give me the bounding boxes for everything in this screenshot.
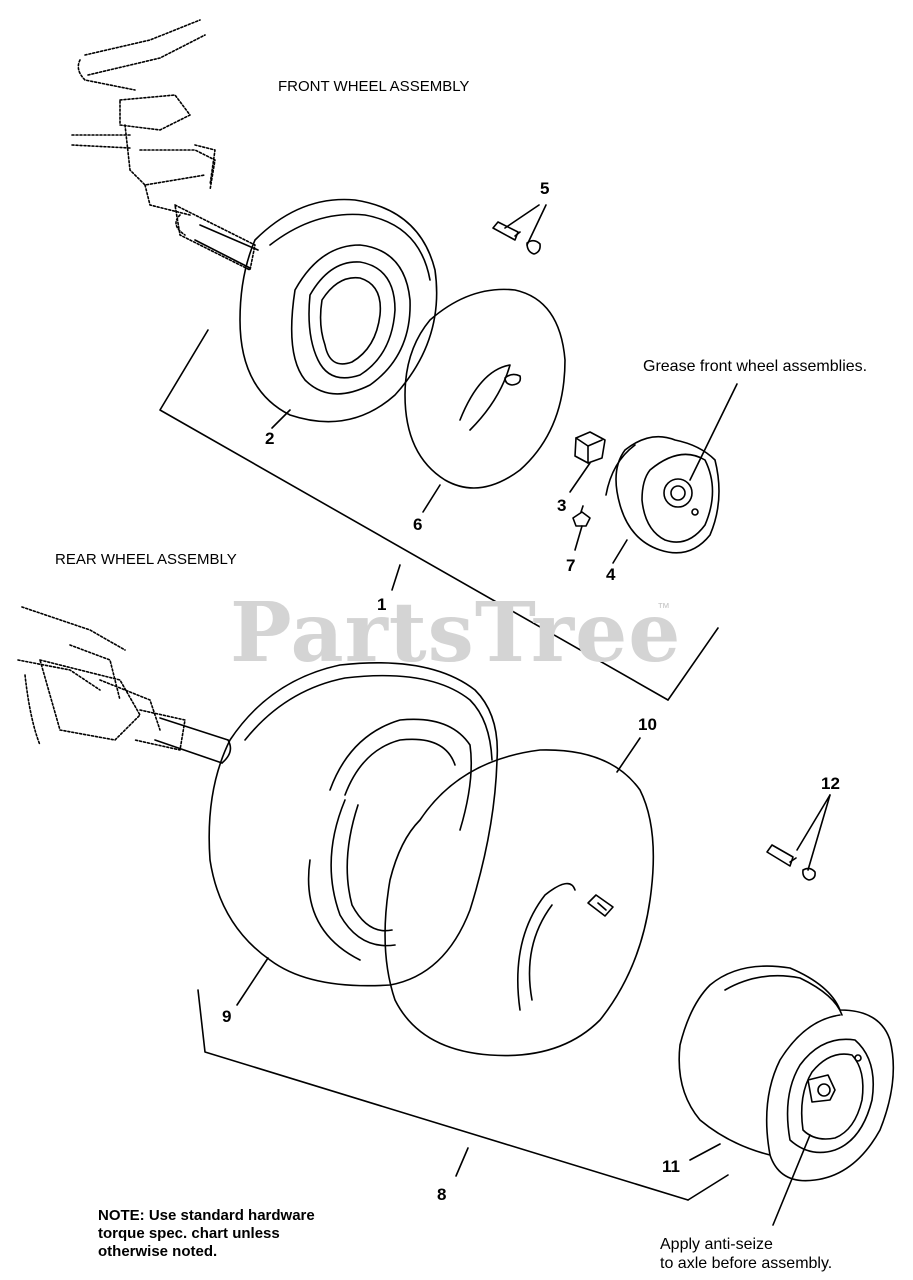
torque-note-line-1: NOTE: Use standard hardware <box>98 1207 315 1224</box>
part-number-7[interactable]: 7 <box>566 556 576 575</box>
part-number-4[interactable]: 4 <box>606 565 616 584</box>
grease-callout-text: Grease front wheel assemblies. <box>643 358 868 375</box>
rear-assembly-bracket <box>197 989 729 1201</box>
part-number-1[interactable]: 1 <box>377 595 387 614</box>
rear-leader-lines <box>236 737 831 1226</box>
rear-axle-assembly <box>17 606 186 751</box>
part-number-10[interactable]: 10 <box>638 715 657 734</box>
part-number-12[interactable]: 12 <box>821 774 840 793</box>
trademark-symbol: ™ <box>657 600 670 615</box>
part-number-8[interactable]: 8 <box>437 1185 447 1204</box>
rear-axle-shaft <box>154 717 232 764</box>
part-number-2[interactable]: 2 <box>265 429 275 448</box>
part-number-9[interactable]: 9 <box>222 1007 232 1026</box>
rear-valve-stem <box>766 844 816 881</box>
torque-note: NOTE: Use standard hardware torque spec.… <box>98 1207 315 1261</box>
rear-rim <box>678 965 895 1182</box>
grease-fitting <box>572 505 591 527</box>
front-tire <box>239 198 438 423</box>
front-valve-stem <box>492 221 541 255</box>
rear-inner-tube <box>384 749 655 1057</box>
anti-seize-line-2: to axle before assembly. <box>660 1255 833 1272</box>
front-axle-spindle <box>194 224 259 269</box>
part-number-6[interactable]: 6 <box>413 515 423 534</box>
grease-callout: Grease front wheel assemblies. <box>643 357 867 376</box>
front-rim <box>605 435 720 554</box>
rear-tire <box>208 661 499 987</box>
front-bearing <box>574 431 606 464</box>
torque-note-line-2: torque spec. chart unless <box>98 1225 280 1242</box>
part-number-11[interactable]: 11 <box>662 1157 680 1176</box>
torque-note-line-3: otherwise noted. <box>98 1243 218 1260</box>
front-assembly-bracket <box>159 329 719 701</box>
rear-wheel-assembly-title: REAR WHEEL ASSEMBLY <box>55 551 237 568</box>
front-axle-assembly <box>71 19 256 271</box>
front-inner-tube <box>404 288 566 489</box>
part-number-5[interactable]: 5 <box>540 179 550 198</box>
parts-tree-watermark: PartsTree <box>230 585 682 681</box>
part-number-3[interactable]: 3 <box>557 496 567 515</box>
anti-seize-callout: Apply anti-seize to axle before assembly… <box>660 1235 832 1273</box>
front-leader-lines <box>271 204 738 564</box>
front-wheel-assembly-title: FRONT WHEEL ASSEMBLY <box>278 78 470 95</box>
anti-seize-line-1: Apply anti-seize <box>660 1236 773 1253</box>
